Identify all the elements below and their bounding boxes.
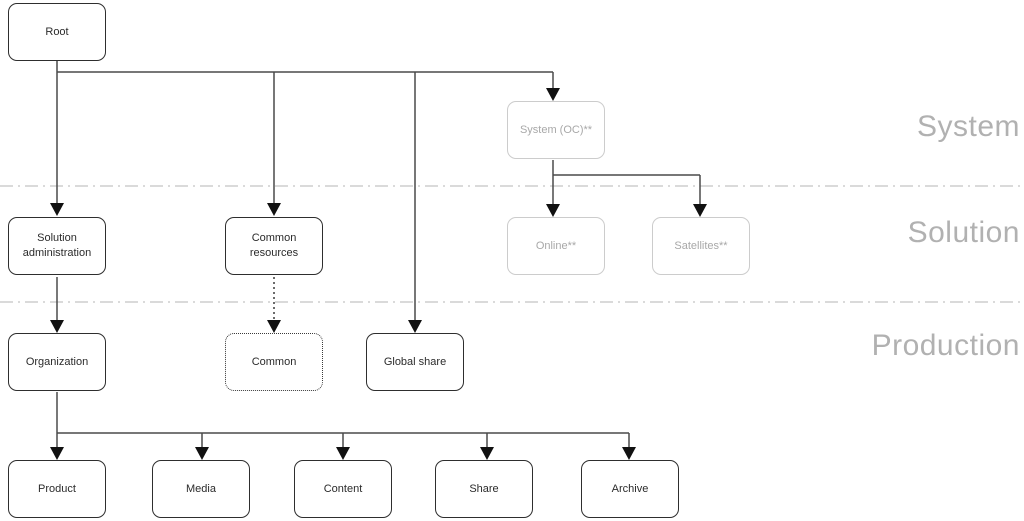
- node-online-label: Online**: [535, 239, 577, 252]
- node-solution-administration-label: Solution administration: [22, 232, 92, 259]
- node-root-label: Root: [45, 25, 69, 38]
- arrowhead: [267, 320, 281, 333]
- arrowhead: [480, 447, 494, 460]
- node-archive: Archive: [581, 460, 679, 518]
- arrowhead: [336, 447, 350, 460]
- arrowhead: [50, 320, 64, 333]
- node-share: Share: [435, 460, 533, 518]
- tier-dividers: [0, 185, 1024, 303]
- node-common: Common: [225, 333, 323, 391]
- section-label-production: Production: [871, 329, 1020, 362]
- node-media: Media: [152, 460, 250, 518]
- arrowheads: [50, 88, 707, 460]
- node-archive-label: Archive: [611, 482, 649, 495]
- node-global-share: Global share: [366, 333, 464, 391]
- node-satellites-label: Satellites**: [674, 239, 728, 252]
- arrowhead: [50, 447, 64, 460]
- node-common-label: Common: [251, 355, 297, 368]
- arrowhead: [546, 204, 560, 217]
- node-system-oc: System (OC)**: [507, 101, 605, 159]
- node-content-label: Content: [323, 482, 363, 495]
- node-organization-label: Organization: [25, 355, 89, 368]
- arrowhead: [408, 320, 422, 333]
- arrowhead: [195, 447, 209, 460]
- node-online: Online**: [507, 217, 605, 275]
- node-system-oc-label: System (OC)**: [519, 123, 593, 136]
- node-global-share-label: Global share: [383, 355, 447, 368]
- arrowhead: [50, 203, 64, 216]
- arrowhead: [693, 204, 707, 217]
- node-content: Content: [294, 460, 392, 518]
- section-label-system: System: [916, 110, 1020, 143]
- connector-lines: [56, 61, 701, 448]
- node-product: Product: [8, 460, 106, 518]
- node-solution-administration: Solution administration: [8, 217, 106, 275]
- node-common-resources: Common resources: [225, 217, 323, 275]
- node-satellites: Satellites**: [652, 217, 750, 275]
- section-label-solution: Solution: [907, 216, 1020, 249]
- node-product-label: Product: [38, 482, 76, 495]
- node-root: Root: [8, 3, 106, 61]
- arrowhead: [622, 447, 636, 460]
- node-common-resources-label: Common resources: [249, 232, 299, 259]
- node-share-label: Share: [469, 482, 499, 495]
- arrowhead: [267, 203, 281, 216]
- node-media-label: Media: [186, 482, 216, 495]
- arrowhead: [546, 88, 560, 101]
- node-organization: Organization: [8, 333, 106, 391]
